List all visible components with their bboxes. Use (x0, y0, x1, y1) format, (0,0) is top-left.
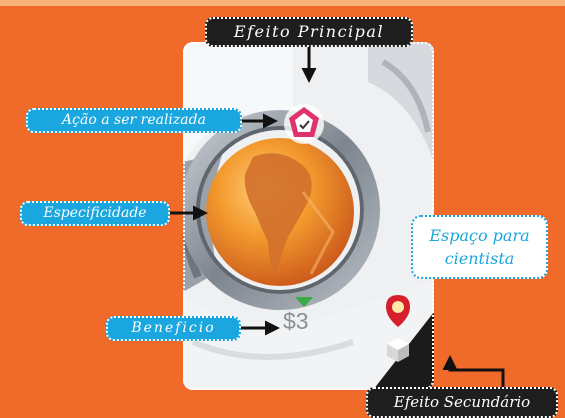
project-card: $3 (183, 42, 434, 390)
checkmark-icon (299, 120, 310, 130)
label-efeito-principal: Efeito Principal (205, 17, 413, 47)
label-especificidade: Especificidade (20, 201, 170, 226)
label-espaco-line2: cientista (444, 249, 515, 268)
benefit-value: $3 (283, 308, 309, 334)
label-acao: Ação a ser realizada (26, 108, 242, 133)
lightbulb-pin-icon (386, 295, 410, 327)
card-artwork (183, 42, 434, 390)
benefit-arrow (295, 297, 313, 307)
label-efeito-secundario: Efeito Secundário (366, 387, 558, 418)
globe-ring (183, 110, 380, 310)
south-america-shape (244, 153, 312, 274)
label-espaco-line1: Espaço para (429, 226, 530, 245)
action-badge (284, 104, 324, 144)
cube-icon (387, 338, 409, 362)
label-beneficio: Beneficio (106, 316, 241, 341)
top-strip (0, 0, 565, 6)
arrow-efeito-secundario (442, 355, 505, 387)
label-espaco-cientista: Espaço para cientista (411, 215, 548, 279)
